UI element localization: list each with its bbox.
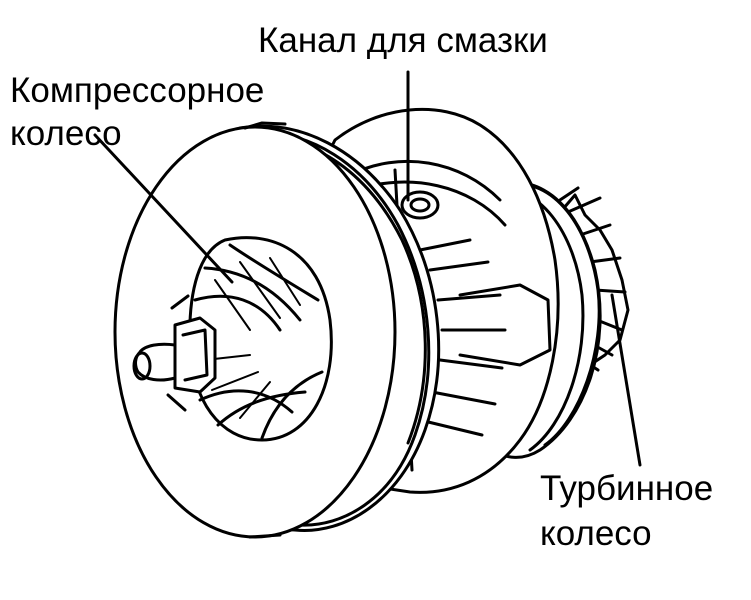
compressor-wheel <box>132 236 333 442</box>
compressor-wheel-label-line2: колесо <box>10 114 122 153</box>
oil-channel-port <box>400 190 440 220</box>
oil-channel-label: Канал для смазки <box>258 21 548 60</box>
turbine-wheel-label-line2: колесо <box>540 514 652 553</box>
turbine-wheel-label-line1: Турбинное <box>540 469 713 508</box>
compressor-wheel-leader <box>93 133 234 284</box>
turbine-wheel-leader <box>610 293 642 467</box>
compressor-wheel-label-line1: Компрессорное <box>10 71 264 110</box>
